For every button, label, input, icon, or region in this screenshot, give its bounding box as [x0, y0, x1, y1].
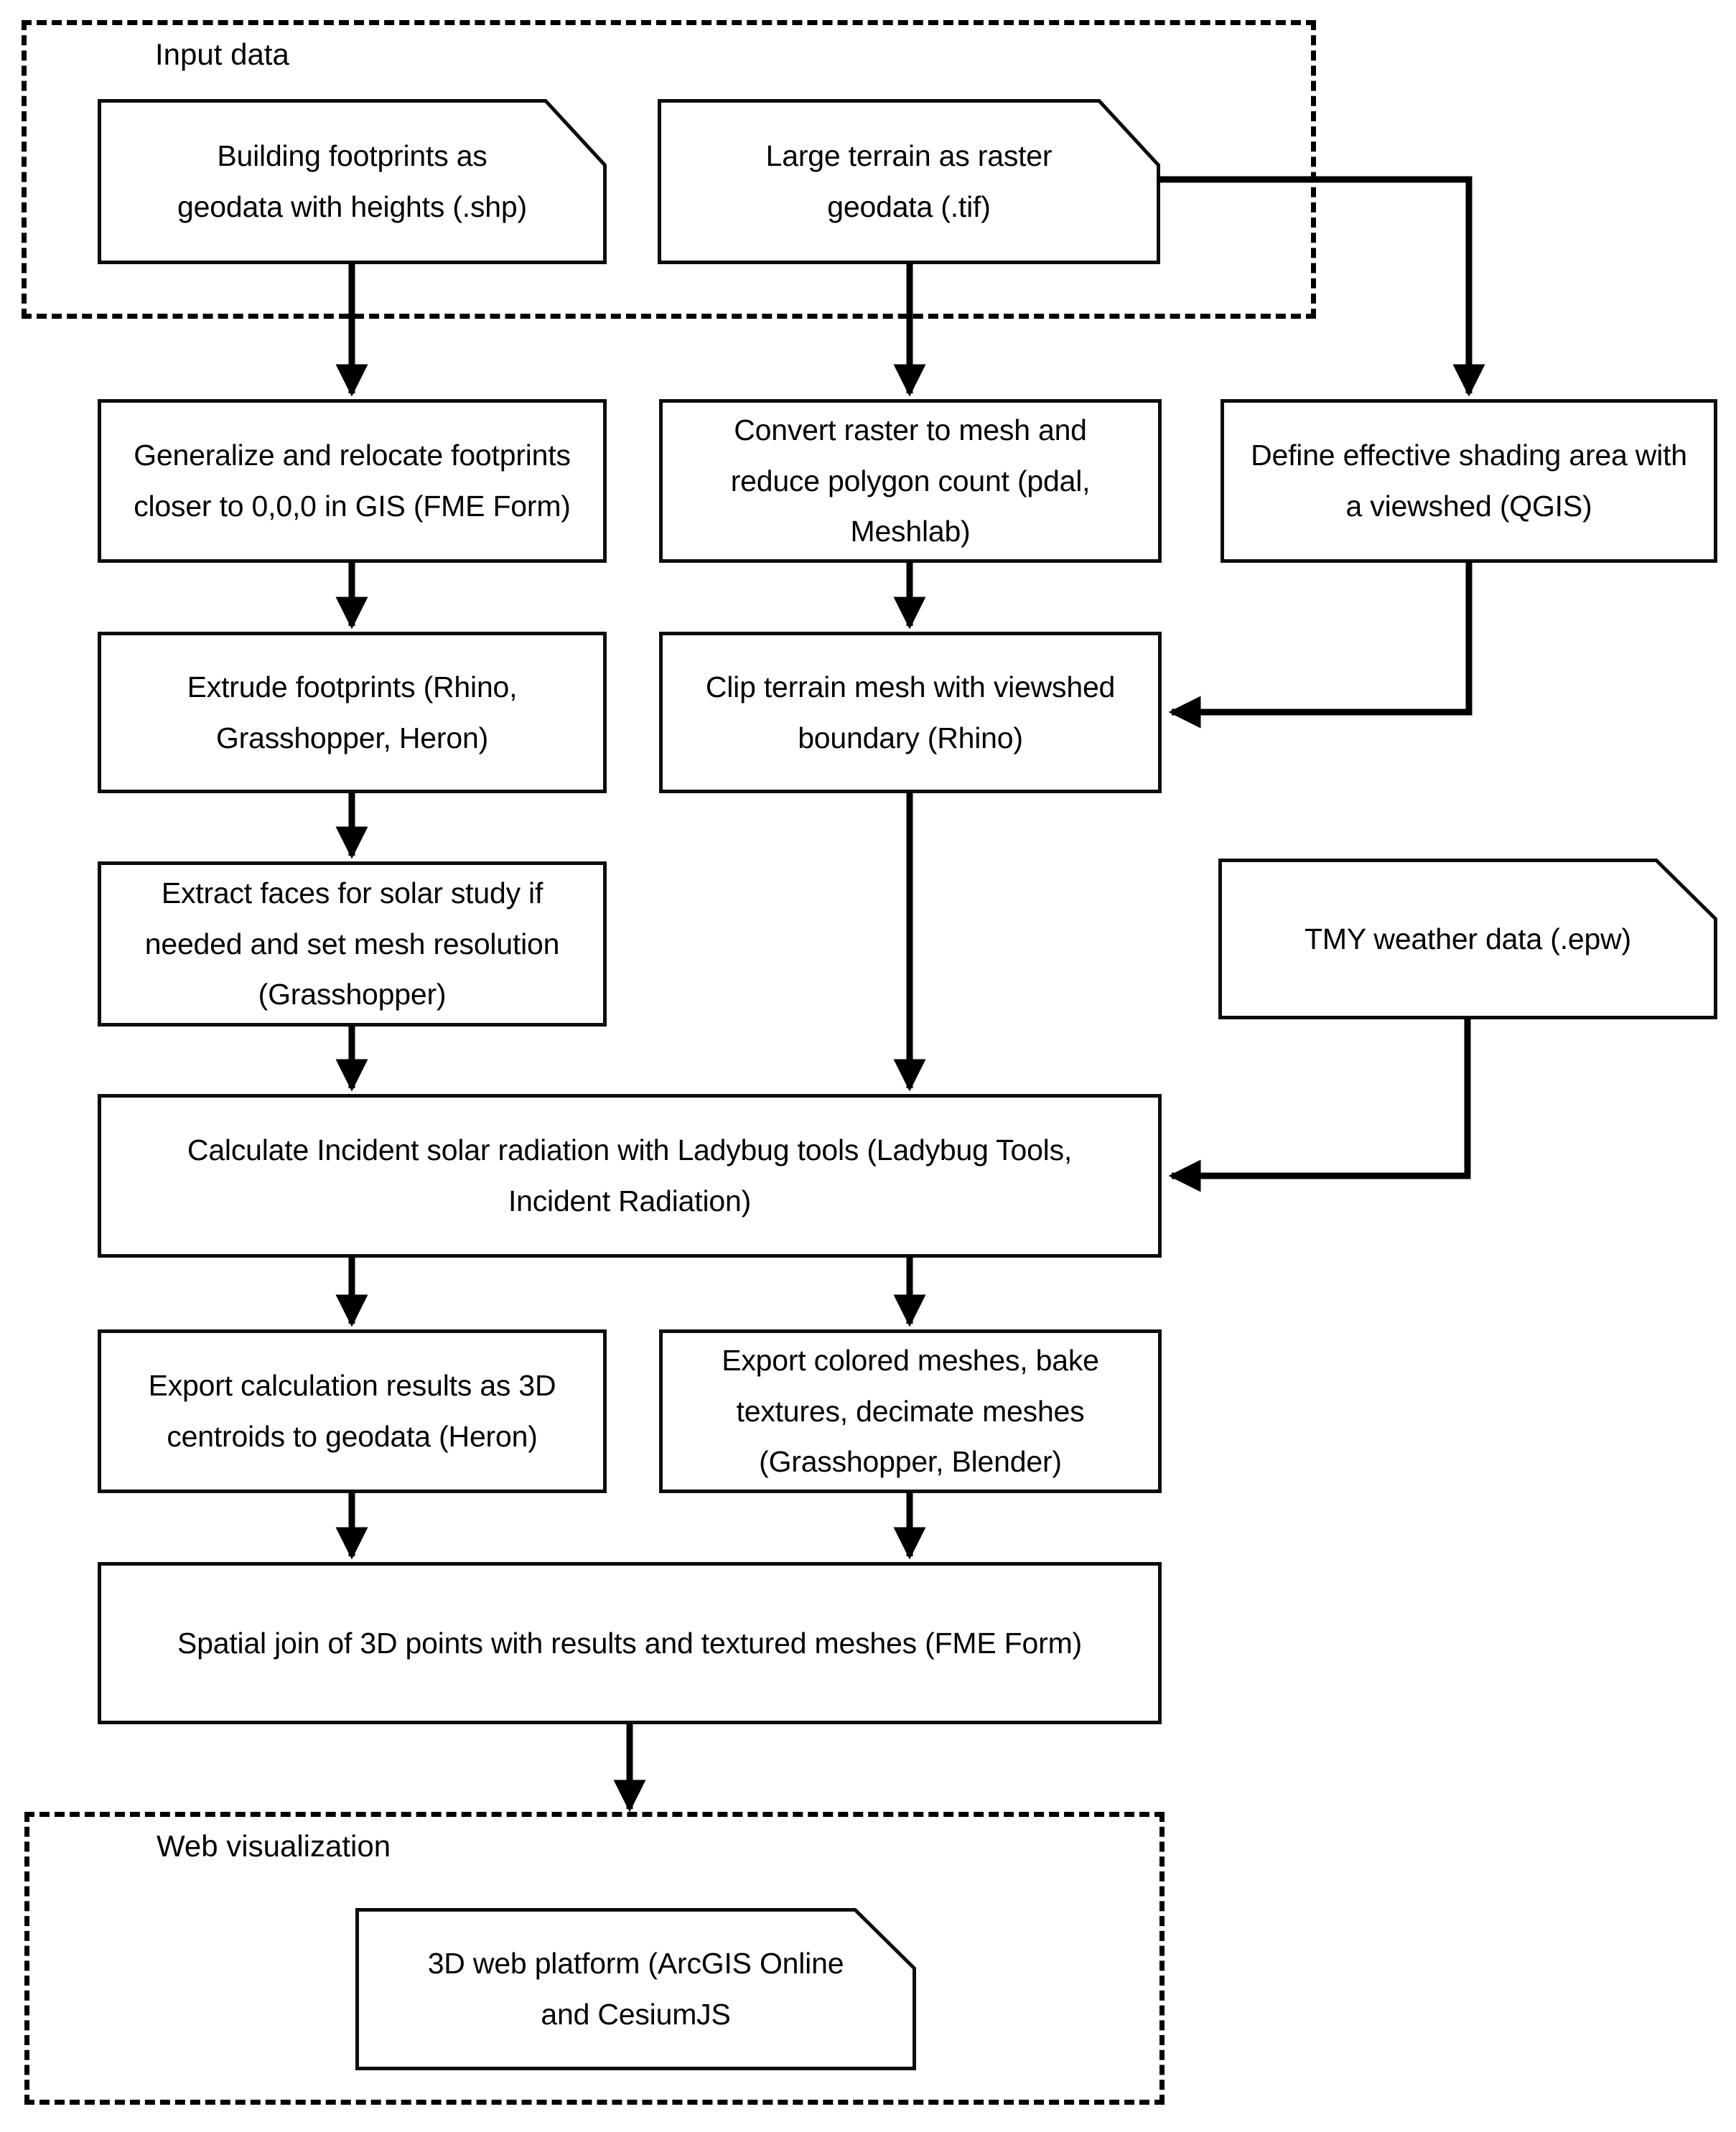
web-visualization-group-box: [24, 1812, 1165, 2105]
node-tmy-weather-data: TMY weather data (.epw): [1218, 859, 1717, 1019]
node-clip-terrain-mesh-label: Clip terrain mesh with viewshed boundary…: [705, 670, 1116, 754]
document-shape: [98, 99, 607, 264]
input-data-group-label: Input data: [155, 37, 289, 71]
node-generalize-footprints: Generalize and relocate footprints close…: [98, 399, 607, 563]
node-clip-terrain-mesh: Clip terrain mesh with viewshed boundary…: [659, 632, 1162, 793]
node-convert-raster-label: Convert raster to mesh and reduce polygo…: [730, 413, 1091, 548]
node-extrude-footprints-label: Extrude footprints (Rhino, Grasshopper, …: [187, 670, 518, 754]
node-building-footprints-label: Building footprints as geodata with heig…: [177, 139, 527, 223]
node-export-meshes-label: Export colored meshes, bake textures, de…: [722, 1344, 1099, 1479]
edge-viewshed-to-clip: [1168, 561, 1473, 729]
node-extract-faces-label: Extract faces for solar study if needed …: [144, 876, 560, 1011]
node-calculate-radiation-label: Calculate Incident solar radiation with …: [187, 1133, 1073, 1217]
document-shape: [1218, 859, 1717, 1019]
node-convert-raster: Convert raster to mesh and reduce polygo…: [659, 399, 1162, 563]
node-3d-web-platform: 3D web platform (ArcGIS Online and Cesiu…: [355, 1908, 916, 2070]
node-define-viewshed: Define effective shading area with a vie…: [1221, 399, 1717, 563]
node-large-terrain-label: Large terrain as raster geodata (.tif): [765, 139, 1053, 223]
document-shape: [355, 1908, 916, 2070]
input-data-group-box: [22, 20, 1316, 319]
node-calculate-radiation: Calculate Incident solar radiation with …: [98, 1094, 1162, 1258]
node-spatial-join-label: Spatial join of 3D points with results a…: [177, 1626, 1082, 1660]
node-tmy-weather-data-label: TMY weather data (.epw): [1305, 922, 1631, 955]
node-generalize-footprints-label: Generalize and relocate footprints close…: [134, 439, 571, 523]
node-3d-web-platform-label: 3D web platform (ArcGIS Online and Cesiu…: [427, 1947, 844, 2031]
node-large-terrain: Large terrain as raster geodata (.tif): [658, 99, 1160, 264]
node-spatial-join: Spatial join of 3D points with results a…: [98, 1562, 1162, 1724]
node-export-centroids: Export calculation results as 3D centroi…: [98, 1329, 607, 1493]
node-define-viewshed-label: Define effective shading area with a vie…: [1251, 439, 1687, 523]
node-extrude-footprints: Extrude footprints (Rhino, Grasshopper, …: [98, 632, 607, 793]
edge-tmy-to-calculate: [1168, 1018, 1471, 1192]
node-export-centroids-label: Export calculation results as 3D centroi…: [148, 1369, 556, 1453]
node-extract-faces: Extract faces for solar study if needed …: [98, 861, 607, 1027]
node-building-footprints: Building footprints as geodata with heig…: [98, 99, 607, 264]
web-visualization-group-label: Web visualization: [157, 1829, 391, 1863]
node-export-meshes: Export colored meshes, bake textures, de…: [659, 1329, 1162, 1493]
